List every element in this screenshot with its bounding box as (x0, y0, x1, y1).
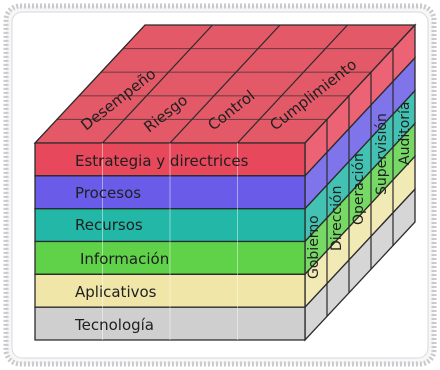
layer-label-technology: Tecnología (74, 316, 154, 334)
layer-label-processes: Procesos (75, 184, 141, 202)
layer-label-applications: Aplicativos (75, 283, 157, 301)
top-grid-col (102, 24, 213, 144)
side-label-operation: Operación (351, 153, 367, 225)
top-grid-col (237, 24, 348, 144)
cube-grid-lines (57, 24, 394, 340)
front-layer-5 (34, 306, 306, 341)
cube-faces (33, 23, 417, 342)
top-grid-col (169, 24, 281, 144)
side-label-supervision: Supervisión (374, 113, 390, 195)
side-label-direction: Dirección (329, 186, 345, 251)
side-label-audit: Auditoría (397, 101, 413, 165)
layer-label-resources: Recursos (75, 216, 143, 234)
side-label-governance: Gobierno (306, 215, 322, 279)
layer-label-strategy: Estrategia y directrices (75, 152, 249, 170)
layer-label-information: Información (80, 250, 169, 268)
